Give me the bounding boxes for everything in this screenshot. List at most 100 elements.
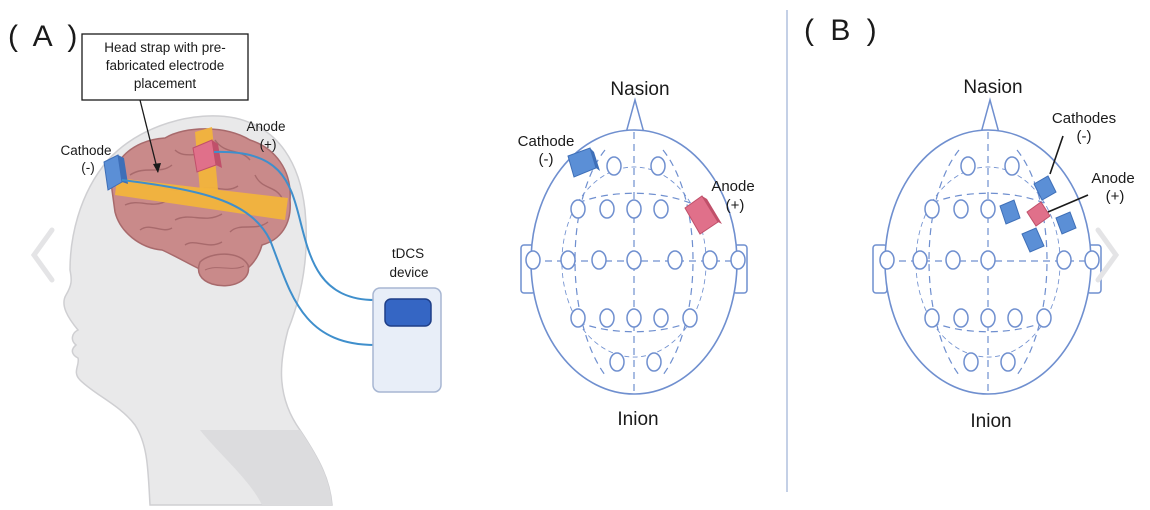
site-p4 xyxy=(653,308,669,328)
chevron-right-icon[interactable] xyxy=(1095,227,1120,283)
site-o2 xyxy=(1000,352,1016,372)
front-arc xyxy=(931,192,1045,204)
anode-sign-b: (+) xyxy=(1106,188,1125,205)
site-p3 xyxy=(599,308,615,328)
cathode-pad-top xyxy=(1033,175,1057,201)
nose-marker xyxy=(625,97,645,134)
cathode-pad-a xyxy=(567,147,600,178)
site-c3 xyxy=(591,250,607,270)
site-o1 xyxy=(963,352,979,372)
neck-shade xyxy=(200,430,332,505)
site-c3 xyxy=(945,250,961,270)
anode-label-a: Anode xyxy=(711,178,754,195)
site-a1 xyxy=(525,250,541,270)
site-t5 xyxy=(570,308,586,328)
head-strap-band xyxy=(115,178,288,220)
callout-arrowhead xyxy=(153,163,161,173)
cerebellum xyxy=(197,253,250,287)
electrode-sites xyxy=(525,156,746,372)
nasion-label-a: Nasion xyxy=(610,79,669,100)
chevron-left-icon[interactable] xyxy=(30,227,55,283)
anode-sign-a: (+) xyxy=(726,197,745,214)
cathodes-label-b: Cathodes xyxy=(1052,110,1116,127)
inion-label-b: Inion xyxy=(970,411,1011,432)
callout-pointer xyxy=(139,99,159,173)
device-label: tDCS xyxy=(392,246,424,261)
cathode-wire xyxy=(121,179,376,346)
right-arc xyxy=(1016,149,1048,376)
head-illustration: Head strap with pre- fabricated electrod… xyxy=(60,33,442,506)
site-t5 xyxy=(924,308,940,328)
site-fp1 xyxy=(960,156,976,176)
site-pz xyxy=(626,308,642,328)
site-a2 xyxy=(730,250,746,270)
cerebellum-fold xyxy=(204,265,245,271)
anode-electrode xyxy=(192,139,222,173)
site-fp2 xyxy=(650,156,666,176)
nasion-label-b: Nasion xyxy=(963,77,1022,98)
anode-pointer xyxy=(1047,194,1089,213)
nose-marker xyxy=(980,97,1000,134)
cathode-sign: (-) xyxy=(81,160,95,175)
montage-a: Nasion Inion Cathode (-) Anode (+) xyxy=(518,79,755,430)
anode-wire xyxy=(213,150,376,301)
cathode-sign-a: (-) xyxy=(539,151,554,168)
site-f3 xyxy=(599,199,615,219)
site-o2 xyxy=(646,352,662,372)
site-t3 xyxy=(560,250,576,270)
cathode-pads-b xyxy=(999,175,1077,253)
site-p3 xyxy=(953,308,969,328)
site-fp2 xyxy=(1004,156,1020,176)
cathode-pad-left xyxy=(999,199,1021,225)
cathode-label-a: Cathode xyxy=(518,133,575,150)
cathode-label: Cathode xyxy=(60,143,111,158)
cathode-electrode xyxy=(103,154,128,191)
anode-pad-a xyxy=(684,195,722,235)
cathode-pad-right xyxy=(1055,211,1077,235)
anode-label-b: Anode xyxy=(1091,170,1134,187)
anode-label: Anode xyxy=(246,119,285,134)
site-t6 xyxy=(682,308,698,328)
site-t4 xyxy=(702,250,718,270)
site-pz xyxy=(980,308,996,328)
site-a1 xyxy=(879,250,895,270)
site-t4 xyxy=(1056,250,1072,270)
site-c4 xyxy=(667,250,683,270)
left-arc xyxy=(928,149,960,376)
callout-line-1: Head strap with pre- xyxy=(104,40,226,55)
site-t3 xyxy=(912,250,928,270)
site-a2 xyxy=(1084,250,1100,270)
cathodes-sign-b: (-) xyxy=(1077,128,1092,145)
electrode-sites xyxy=(879,156,1100,372)
site-o1 xyxy=(609,352,625,372)
montage-b: Nasion Inion Cathodes (-) Anode (+) xyxy=(872,77,1135,432)
right-arc xyxy=(662,149,694,376)
cathode-pad-bottom xyxy=(1021,227,1045,253)
site-cz xyxy=(626,250,642,270)
callout-line-3: placement xyxy=(134,76,197,91)
left-arc xyxy=(574,149,606,376)
back-arc xyxy=(577,321,691,333)
site-fp1 xyxy=(606,156,622,176)
panel-b-label: ( B ) xyxy=(804,14,881,47)
site-p4 xyxy=(1007,308,1023,328)
anode-pad-b xyxy=(1026,201,1051,227)
site-f3 xyxy=(953,199,969,219)
device-label-2: device xyxy=(389,265,428,280)
site-fz xyxy=(980,199,996,219)
inion-label-a: Inion xyxy=(617,409,658,430)
panel-a-label: ( A ) xyxy=(8,20,81,53)
site-f7 xyxy=(570,199,586,219)
site-fz xyxy=(626,199,642,219)
callout-box xyxy=(81,33,249,101)
tdcs-device-screen xyxy=(384,298,432,327)
site-t6 xyxy=(1036,308,1052,328)
site-f7 xyxy=(924,199,940,219)
site-f4 xyxy=(653,199,669,219)
anode-sign: (+) xyxy=(260,137,277,152)
cathodes-pointer xyxy=(1049,135,1064,175)
callout-line-2: fabricated electrode xyxy=(106,58,225,73)
site-cz xyxy=(980,250,996,270)
front-arc xyxy=(577,192,691,204)
